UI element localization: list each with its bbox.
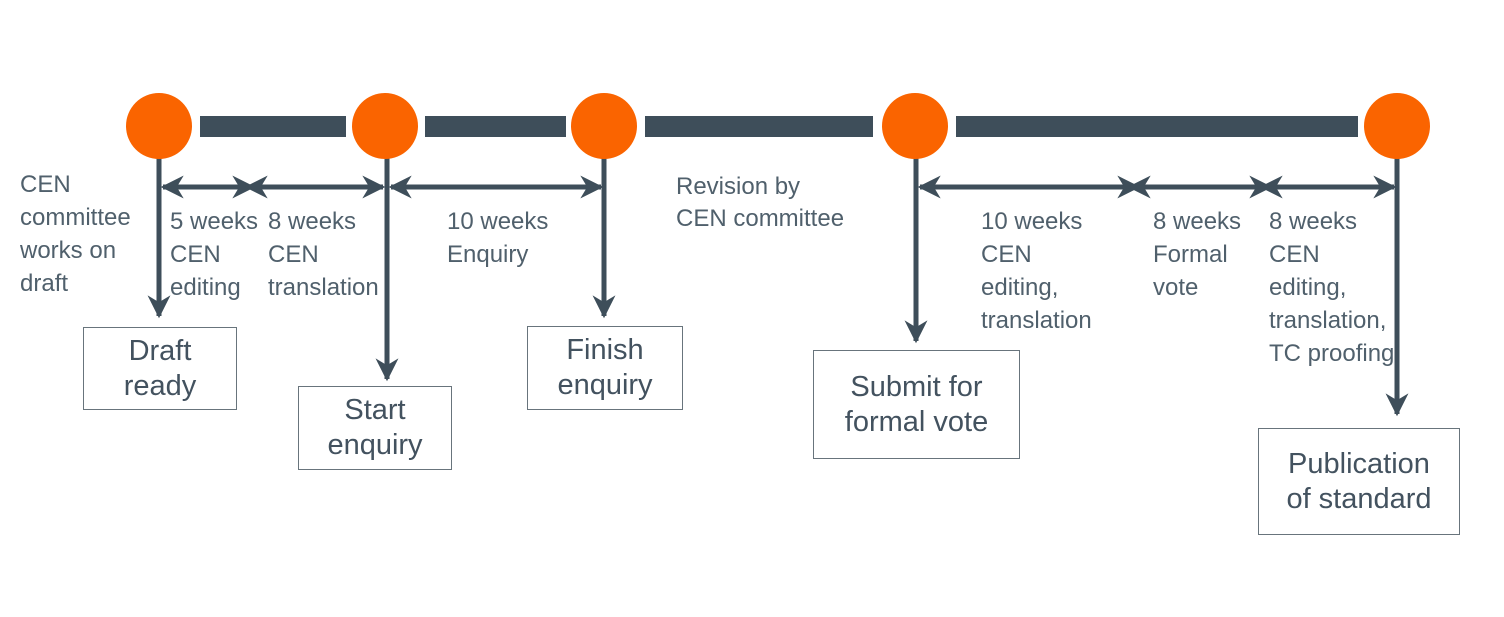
- duration-label-cen-editing: 5 weeks CEN editing: [170, 208, 259, 301]
- timeline-node: [126, 93, 192, 159]
- timeline-segment: [645, 116, 873, 137]
- milestone-box-finish-enquiry: Finish enquiry: [527, 326, 683, 410]
- timeline-segment: [956, 116, 1358, 137]
- revision-note: Revision by CEN committee: [676, 173, 845, 232]
- left-note: CEN committee works on draft: [20, 171, 131, 297]
- timeline-node: [1364, 93, 1430, 159]
- timeline-segment: [425, 116, 566, 137]
- duration-label-cen-translation: 8 weeks CEN translation: [268, 208, 379, 301]
- milestone-box-draft-ready: Draft ready: [83, 327, 237, 410]
- milestone-box-submit-formal-vote: Submit for formal vote: [813, 350, 1020, 459]
- milestone-box-label: Finish enquiry: [557, 334, 653, 401]
- milestone-box-publication: Publication of standard: [1258, 428, 1460, 535]
- duration-label-enquiry: 10 weeks Enquiry: [447, 208, 549, 268]
- duration-label-editing-translation: 10 weeks CEN editing, translation: [981, 208, 1092, 334]
- milestone-box-label: Publication of standard: [1286, 447, 1432, 515]
- milestone-box-start-enquiry: Start enquiry: [298, 386, 452, 470]
- timeline-node: [571, 93, 637, 159]
- milestone-box-label: Submit for formal vote: [844, 370, 989, 438]
- timeline-segment: [200, 116, 346, 137]
- timeline-node: [882, 93, 948, 159]
- milestone-box-label: Start enquiry: [327, 394, 423, 461]
- milestone-box-label: Draft ready: [123, 334, 197, 402]
- duration-label-tc-proofing: 8 weeks CEN editing, translation, TC pro…: [1269, 208, 1395, 367]
- timeline-node: [352, 93, 418, 159]
- duration-label-formal-vote: 8 weeks Formal vote: [1153, 208, 1242, 301]
